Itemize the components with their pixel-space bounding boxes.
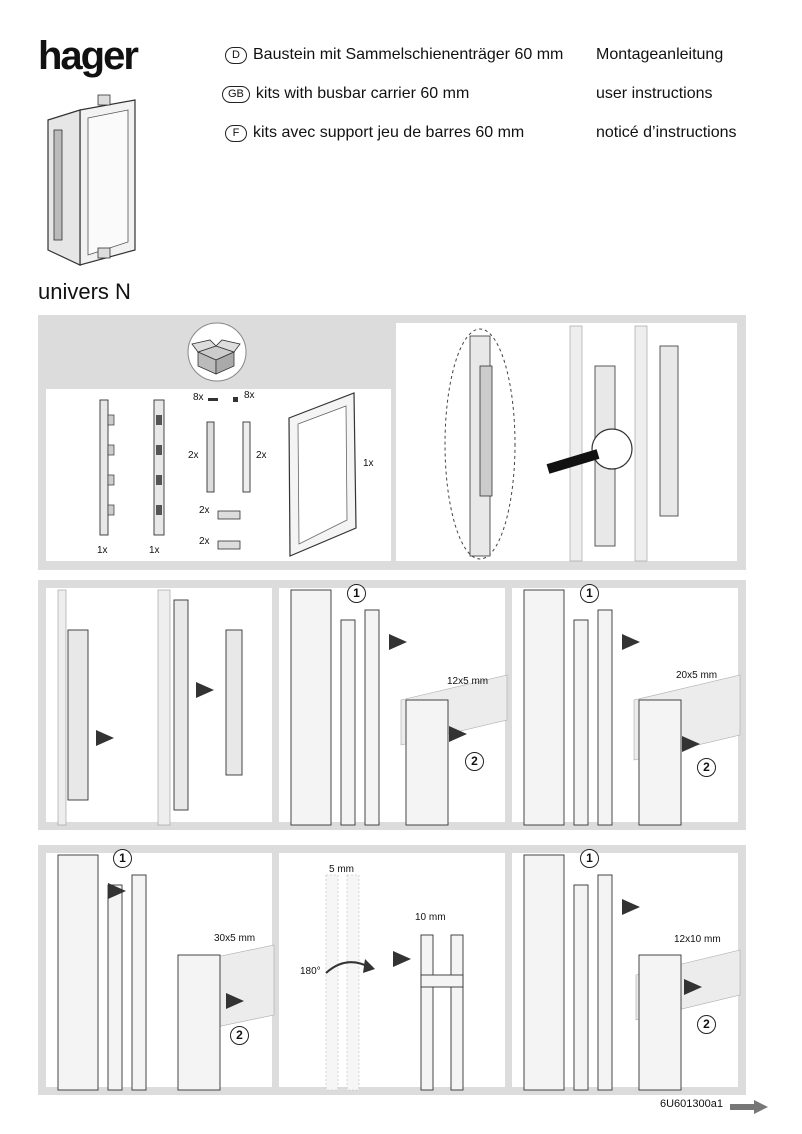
busbar-carrier-b [153, 399, 165, 536]
clip-part-a [206, 421, 215, 493]
step-number-2: 2 [465, 752, 484, 771]
nut-icon [233, 397, 238, 402]
step-number-1c: 1 [113, 849, 132, 868]
title-f: kits avec support jeu de barres 60 mm [253, 124, 525, 141]
lang-row-gb: GB kits with busbar carrier 60 mm [222, 85, 469, 103]
product-enclosure-illustration [47, 94, 136, 266]
rotate-clip-drawing [325, 874, 464, 1091]
qty-small-b: 2x [199, 536, 210, 547]
bar-size-30x5: 30x5 mm [214, 933, 256, 944]
busbar-carrier-a [99, 399, 115, 536]
clip-width-5mm: 5 mm [329, 864, 354, 875]
qty-screws-a: 8x [193, 392, 204, 403]
cover-frame [288, 392, 357, 557]
doctype-gb: user instructions [596, 85, 713, 102]
step-e-box [279, 853, 505, 1087]
busbar-insert-drawing-12x10 [523, 854, 741, 1091]
install-overview-drawing [444, 325, 679, 562]
qty-small-a: 2x [199, 505, 210, 516]
lang-badge-d: D [225, 46, 247, 64]
lang-row-d: D Baustein mit Sammelschienenträger 60 m… [225, 46, 563, 64]
qty-cover: 1x [363, 458, 374, 469]
step-number-2b: 2 [697, 758, 716, 777]
step-number-1d: 1 [580, 849, 599, 868]
lang-row-f: F kits avec support jeu de barres 60 mm [225, 124, 524, 142]
qty-screws-b: 8x [244, 390, 255, 401]
step-number-2c: 2 [230, 1026, 249, 1045]
mount-carrier-drawing [57, 589, 243, 826]
qty-clip-b: 2x [256, 450, 267, 461]
qty-clip-a: 2x [188, 450, 199, 461]
busbar-insert-drawing-20 [523, 589, 741, 826]
bar-size-20x5: 20x5 mm [676, 670, 718, 681]
lang-badge-f: F [225, 124, 247, 142]
hager-logo: hager [38, 34, 139, 78]
product-name: univers N [38, 279, 131, 304]
qty-carrier-a: 1x [97, 545, 108, 556]
step-number-1b: 1 [580, 584, 599, 603]
bar-size-12x10: 12x10 mm [674, 934, 721, 945]
small-part-a [217, 510, 241, 520]
step-number-2d: 2 [697, 1015, 716, 1034]
step-number-1: 1 [347, 584, 366, 603]
small-part-b [217, 540, 241, 550]
document-code: 6U601300a1 [660, 1098, 724, 1110]
screw-icon [208, 398, 218, 401]
clip-width-10mm: 10 mm [415, 912, 446, 923]
bar-size-12x5: 12x5 mm [447, 676, 489, 687]
lang-badge-gb: GB [222, 85, 250, 103]
busbar-insert-drawing-12 [290, 589, 508, 826]
title-d: Baustein mit Sammelschienenträger 60 mm [253, 46, 564, 63]
rotate-label: 180° [300, 966, 321, 977]
busbar-insert-drawing-30 [57, 854, 275, 1091]
package-box-icon [187, 322, 247, 382]
title-gb: kits with busbar carrier 60 mm [255, 85, 470, 102]
doctype-d: Montageanleitung [596, 46, 724, 63]
doctype-f: noticé d’instructions [596, 124, 737, 141]
next-page-arrow-icon[interactable] [730, 1100, 770, 1114]
clip-part-b [242, 421, 251, 493]
qty-carrier-b: 1x [149, 545, 160, 556]
